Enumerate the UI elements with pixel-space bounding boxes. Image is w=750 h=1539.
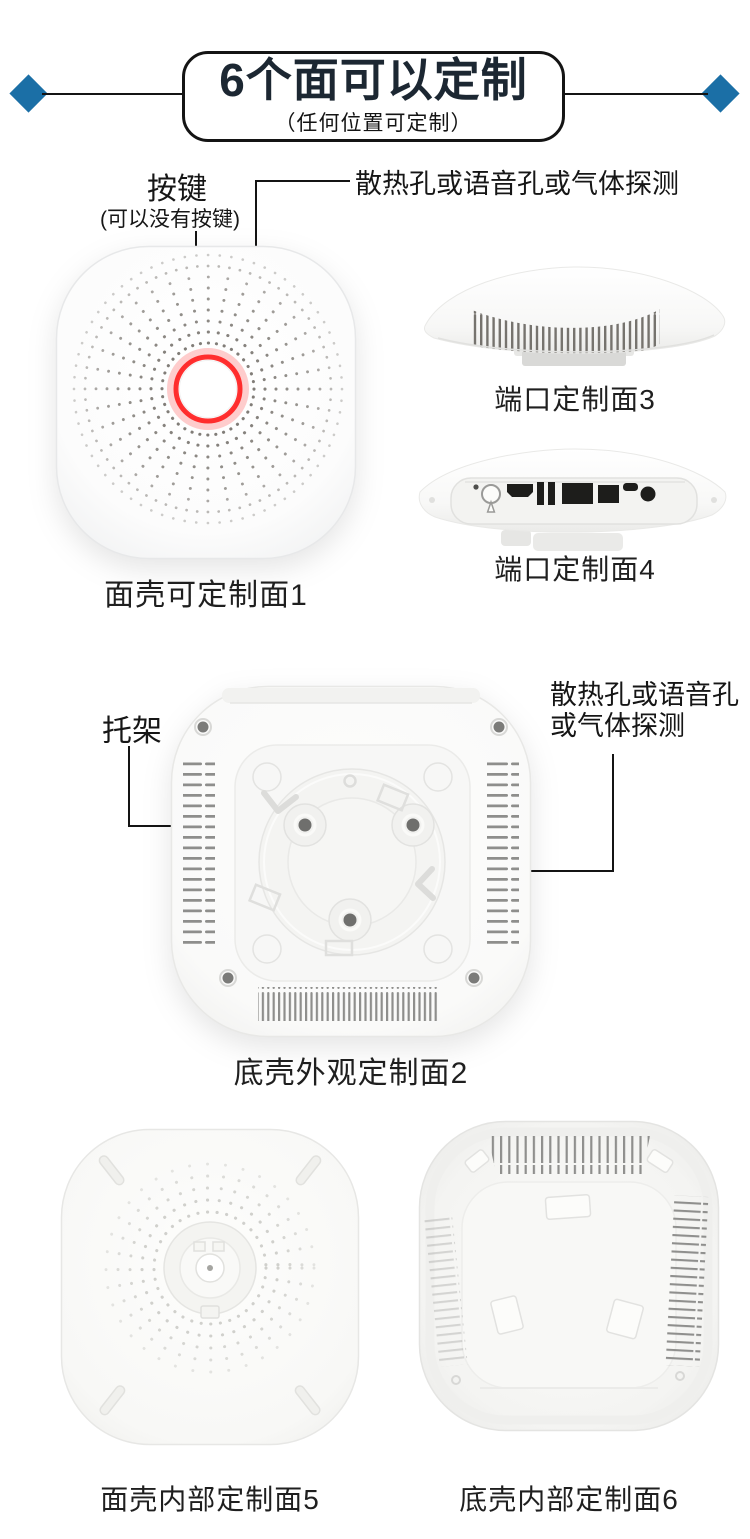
device-back-shell-photo — [170, 685, 532, 1038]
vent-label-mid-line1: 散热孔或语音孔 — [550, 680, 739, 710]
caption-face2: 底壳外观定制面2 — [233, 1057, 469, 1090]
caption-face3: 端口定制面3 — [494, 384, 656, 415]
callout-line — [612, 754, 614, 871]
vent-label-top: 散热孔或语音孔或气体探测 — [355, 169, 679, 199]
bracket-label: 托架 — [102, 715, 162, 748]
callout-line — [128, 746, 130, 827]
caption-face6: 底壳内部定制面6 — [459, 1484, 679, 1515]
caption-face1: 面壳可定制面1 — [104, 579, 308, 612]
device-side-port-face3-photo — [423, 266, 726, 366]
device-front-face-photo — [55, 245, 357, 560]
divider-line — [565, 93, 708, 95]
page-title: 6个面可以定制 — [219, 54, 528, 107]
device-front-shell-inner-photo — [60, 1128, 360, 1446]
vent-label-mid-line2: 或气体探测 — [550, 711, 685, 741]
callout-line — [255, 180, 350, 182]
device-bottom-shell-inner-photo — [418, 1120, 720, 1432]
button-note-label: (可以没有按键) — [100, 208, 240, 231]
caption-face4: 端口定制面4 — [494, 554, 656, 585]
callout-line — [504, 870, 614, 872]
page-subtitle: （任何位置可定制） — [274, 111, 473, 135]
title-banner: 6个面可以定制 （任何位置可定制） — [182, 51, 565, 142]
divider-line — [42, 93, 182, 95]
caption-face5: 面壳内部定制面5 — [100, 1484, 320, 1515]
button-label: 按键 — [147, 173, 207, 206]
vent-label-mid: 散热孔或语音孔 或气体探测 — [550, 680, 739, 742]
device-side-port-face4-photo — [418, 448, 727, 551]
